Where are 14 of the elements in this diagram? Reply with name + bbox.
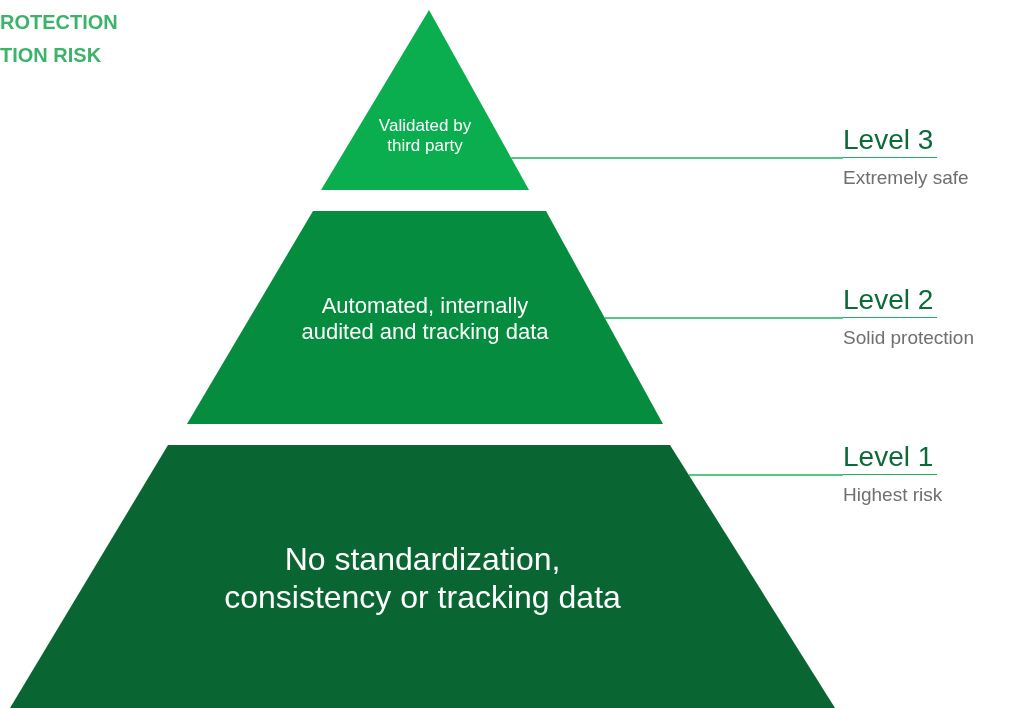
level-heading: Level 3 — [843, 124, 937, 158]
tier-label: Automated, internally audited and tracking data — [300, 292, 550, 346]
leader-line — [688, 474, 844, 476]
level-heading: Level 1 — [843, 441, 937, 475]
leader-line — [604, 317, 844, 319]
heading-text: ROTECTION — [0, 11, 118, 34]
level-description: Solid protection — [843, 327, 975, 349]
level-description: Extremely safe — [843, 167, 970, 189]
tier-label: Validated by third party — [377, 115, 473, 157]
heading-text: TION RISK — [0, 44, 102, 67]
leader-line — [510, 157, 844, 159]
tier-label: No standardization, consistency or tracking data — [223, 539, 622, 617]
level-heading: Level 2 — [843, 284, 937, 318]
level-description: Highest risk — [843, 484, 944, 506]
